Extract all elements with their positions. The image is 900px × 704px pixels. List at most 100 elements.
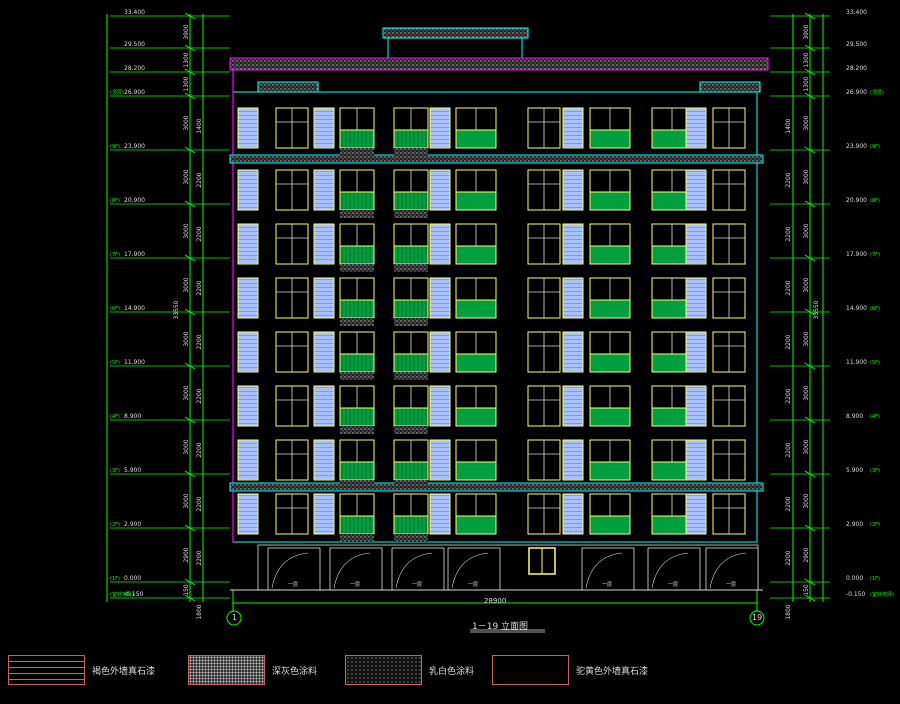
dimension-text-right: 3000 <box>803 439 810 454</box>
elevation-label-right: 2.900 <box>846 521 863 528</box>
floor-tag-left: (8F) <box>110 198 120 204</box>
window-shutter <box>313 385 335 427</box>
green-panel <box>589 515 631 535</box>
green-panel <box>455 407 497 427</box>
elevation-label-left: 11.900 <box>124 359 145 366</box>
dim-slash <box>804 594 816 602</box>
legend-label: 深灰色涂料 <box>272 667 318 677</box>
axis-bubble-left-label: 1 <box>232 613 238 622</box>
window-shutter <box>562 493 584 535</box>
window-shutter <box>313 493 335 535</box>
dim-slash <box>804 254 816 262</box>
dim-slash <box>804 44 816 52</box>
roof-corner-right <box>699 81 761 93</box>
dim-slash <box>184 44 196 52</box>
dimension-text-right: 3000 <box>803 223 810 238</box>
dim-slash <box>184 470 196 478</box>
dimension-text-inner-right: 2200 <box>785 172 792 187</box>
dim-slash <box>804 200 816 208</box>
floor-tag-left: (1F) <box>110 576 120 582</box>
dim-slash <box>804 470 816 478</box>
shop-label: 一层 <box>350 582 360 588</box>
dimension-text-inner-left: 2200 <box>196 388 203 403</box>
floor-tag-left: (2F) <box>110 522 120 528</box>
floor-tag-right: (顶层) <box>870 90 884 96</box>
window-shutter <box>429 331 451 373</box>
window-shutter <box>237 493 259 535</box>
balcony-slab <box>394 210 428 218</box>
floor-tag-left: (顶层) <box>110 90 124 96</box>
dimension-text-inner-right: 2200 <box>785 550 792 565</box>
dim-slash <box>804 308 816 316</box>
dim-slash <box>184 362 196 370</box>
balcony-slab <box>394 534 428 542</box>
legend-swatch-dense <box>188 655 265 685</box>
dimension-labels: 33.40029.50028.20026.900(顶层)23.900(9F)20… <box>110 9 894 620</box>
window-shutter <box>562 107 584 149</box>
dim-slash <box>804 524 816 532</box>
legend-swatch-sparse <box>345 655 422 685</box>
dimension-text-right: 3000 <box>803 493 810 508</box>
roof-parapet <box>229 57 769 71</box>
floor-tag-left: (7F) <box>110 252 120 258</box>
balcony-railing <box>339 245 375 265</box>
window-shutter <box>429 439 451 481</box>
dim-slash <box>184 594 196 602</box>
legend: 褐色外墙真石漆 深灰色涂料 乳白色涂料 驼黄色外墙真石漆 <box>0 650 900 690</box>
dimension-text-inner-left: 1400 <box>196 118 203 133</box>
legend-swatch-lines <box>8 655 85 685</box>
dimension-text-inner-right: 1800 <box>785 604 792 619</box>
dimension-text-inner-right: 2200 <box>785 496 792 511</box>
balcony-railing <box>393 461 429 481</box>
dimension-text-inner-left: 2200 <box>196 172 203 187</box>
dimension-text-inner-right: 2200 <box>785 334 792 349</box>
green-panel <box>455 191 497 211</box>
floor-tag-right: (4F) <box>870 414 880 420</box>
dimension-text-right: 3000 <box>803 115 810 130</box>
floor-tag-right: (6F) <box>870 306 880 312</box>
dimension-text-inner-right: 2200 <box>785 388 792 403</box>
drawing-title: 1－19 立面图 <box>472 622 529 632</box>
green-panel <box>455 245 497 265</box>
floor-tag-right: (1F) <box>870 576 880 582</box>
dim-slash <box>804 12 816 20</box>
shop-label: 一层 <box>468 582 478 588</box>
floor-tag-left: (3F) <box>110 468 120 474</box>
dim-slash <box>804 146 816 154</box>
elevation-label-left: 33.400 <box>124 9 145 16</box>
balcony-railing <box>393 353 429 373</box>
building-facade <box>229 27 769 591</box>
elevation-label-right: 5.900 <box>846 467 863 474</box>
floor-band <box>229 154 764 164</box>
balcony-railing <box>339 461 375 481</box>
elevation-label-left: 26.900 <box>124 89 145 96</box>
window-shutter <box>685 331 707 373</box>
window-shutter <box>237 223 259 265</box>
door-swing-arc <box>451 552 489 589</box>
shop-rolling-door <box>267 547 321 591</box>
shop-rolling-door <box>647 547 701 591</box>
total-height-right: 33550 <box>813 300 820 319</box>
balcony-slab <box>394 426 428 434</box>
window-shutter <box>429 169 451 211</box>
balcony-slab <box>340 426 374 434</box>
roof-corner-left <box>257 81 319 93</box>
balcony-slab <box>394 264 428 272</box>
dimension-text-right: 3000 <box>803 169 810 184</box>
shop-rolling-door <box>581 547 635 591</box>
dimension-text-right: 3900 <box>803 24 810 39</box>
elevation-label-left: -0.150 <box>124 591 144 598</box>
dimension-text-left: 150 <box>183 584 190 596</box>
elevation-label-right: 26.900 <box>846 89 867 96</box>
dimension-text-left: 1300 <box>183 52 190 67</box>
green-panel <box>455 461 497 481</box>
balcony-railing <box>339 299 375 319</box>
green-panel <box>589 129 631 149</box>
balcony-railing <box>393 515 429 535</box>
balcony-slab <box>340 372 374 380</box>
green-panel <box>589 353 631 373</box>
balcony-railing <box>393 407 429 427</box>
elevation-label-left: 29.500 <box>124 41 145 48</box>
dim-slash <box>184 524 196 532</box>
green-panel <box>589 299 631 319</box>
